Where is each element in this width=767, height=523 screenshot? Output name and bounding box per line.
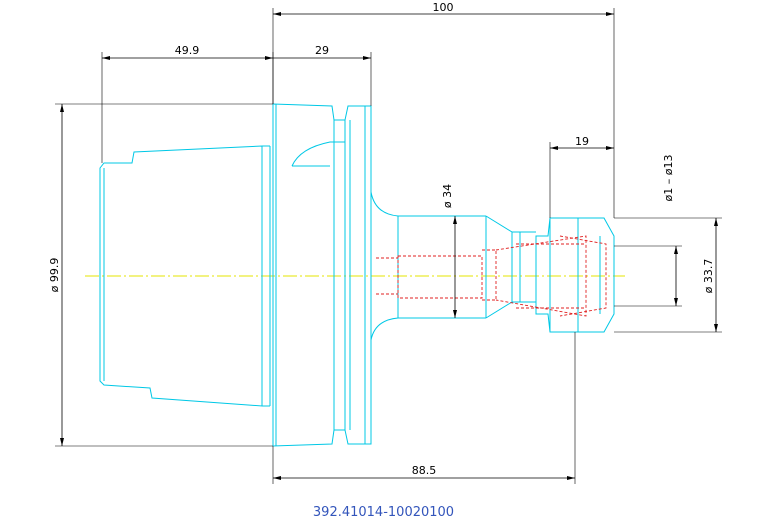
dim-diameter-neck: ø 34 — [441, 184, 457, 318]
dim-19-text: 19 — [575, 135, 589, 148]
hidden-bore — [376, 235, 607, 317]
dim-diameter-body: ø 99.9 — [48, 103, 273, 447]
dim-34-text: ø 34 — [441, 184, 454, 208]
part-outline — [99, 103, 615, 447]
dim-29-text: 29 — [315, 44, 329, 57]
part-number: 392.41014-10020100 — [312, 505, 455, 520]
dim-33-7-text: ø 33.7 — [702, 259, 715, 294]
dim-100-text: 100 — [433, 1, 454, 14]
dim-49-9-text: 49.9 — [175, 44, 200, 57]
dim-flange-to-back: 49.9 — [101, 44, 274, 163]
dim-shank-to-nose: 88.5 — [272, 332, 576, 484]
dim-flange-width: 29 — [273, 44, 372, 106]
dim-clamp-range-text: ø1 – ø13 — [662, 155, 675, 202]
dim-collet-nut-length: 19 — [549, 135, 614, 218]
dim-99-9-text: ø 99.9 — [48, 258, 61, 293]
dim-diameter-nut: ø 33.7 — [614, 217, 722, 333]
dim-88-5-text: 88.5 — [412, 464, 437, 477]
dim-overall-length: 100 — [272, 1, 615, 218]
dim-clamp-range: ø1 – ø13 — [614, 155, 682, 307]
